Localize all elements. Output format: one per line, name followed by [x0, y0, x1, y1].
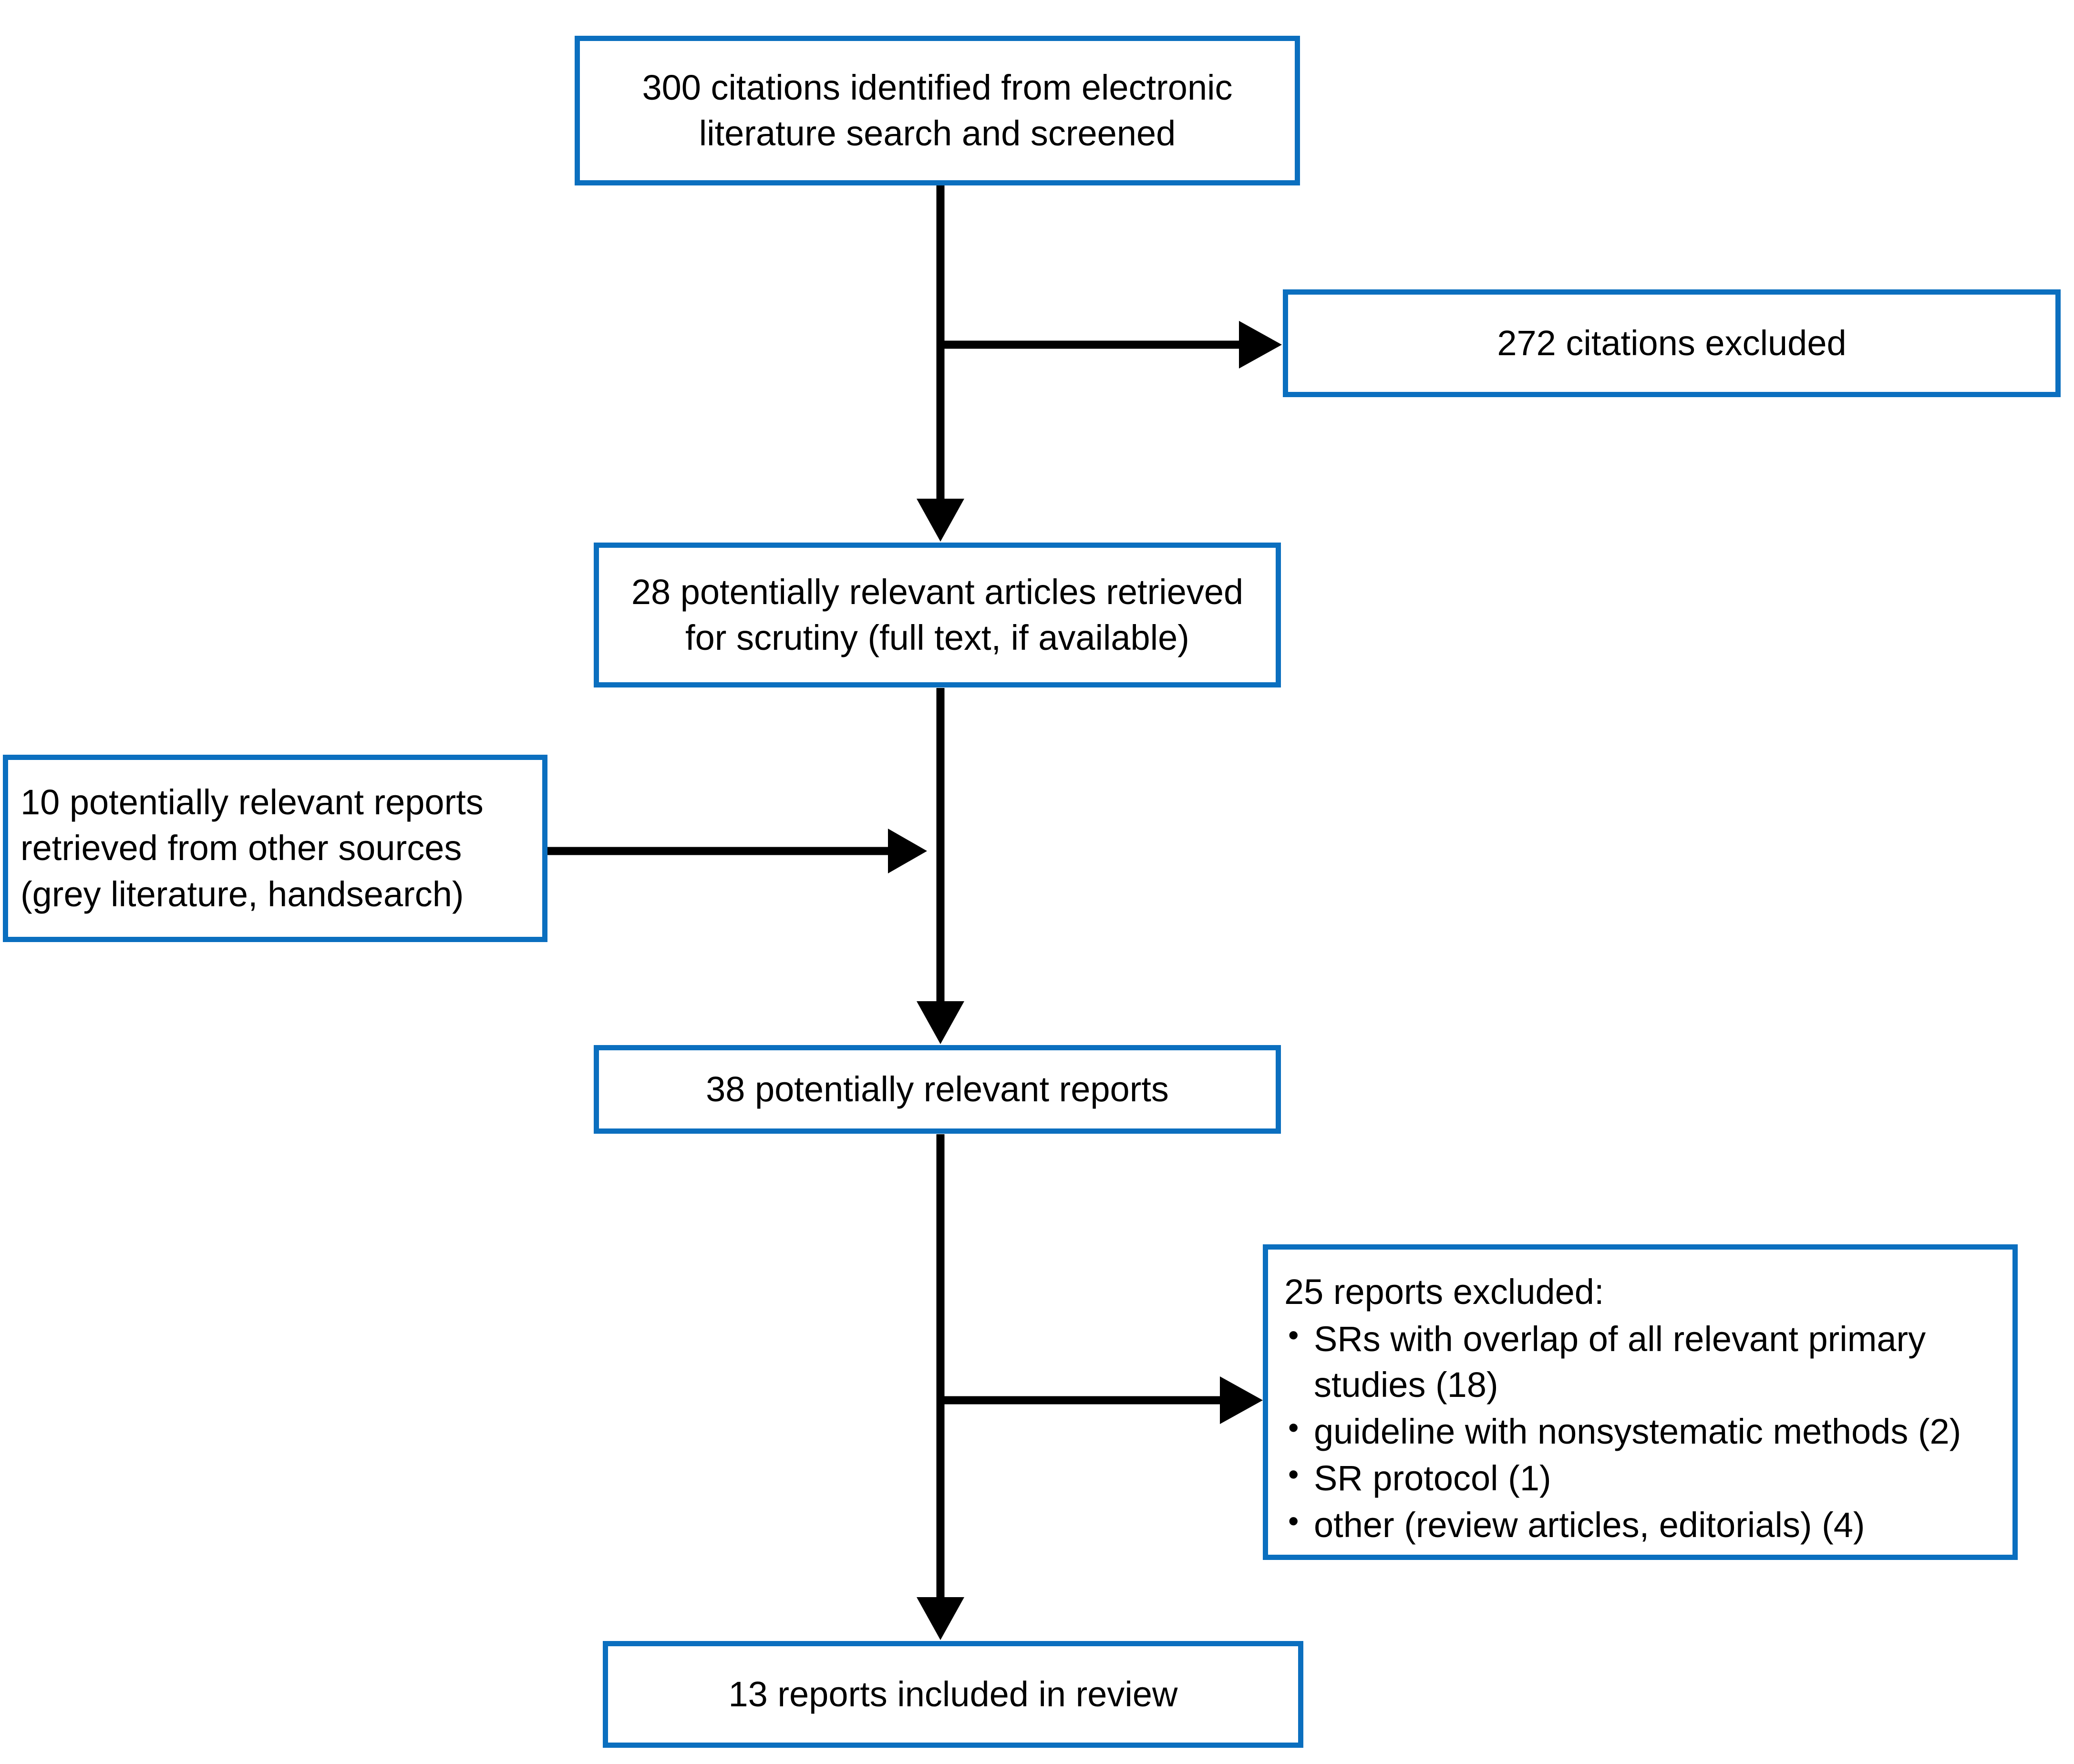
edge-identified-to-retrieved: [917, 185, 964, 542]
list-item: SRs with overlap of all relevant primary…: [1284, 1315, 1996, 1408]
edge-potentially-relevant-to-included: [917, 1134, 964, 1640]
node-citations-excluded: 272 citations excluded: [1283, 289, 2061, 397]
edge-retrieved-to-potentially-relevant: [917, 688, 964, 1044]
node-reports-other-sources-label: 10 potentially relevant reports retrieve…: [21, 782, 484, 914]
node-citations-excluded-label: 272 citations excluded: [1497, 323, 1847, 363]
edge-other-sources-to-trunk: [547, 829, 927, 873]
edge-potentially-relevant-to-excluded-reports: [940, 1376, 1263, 1424]
node-potentially-relevant-reports-label: 38 potentially relevant reports: [706, 1069, 1169, 1109]
node-citations-identified-label: 300 citations identified from electronic…: [642, 67, 1233, 153]
node-potentially-relevant-reports: 38 potentially relevant reports: [594, 1045, 1281, 1134]
node-reports-excluded: 25 reports excluded: SRs with overlap of…: [1263, 1244, 2018, 1560]
node-citations-identified: 300 citations identified from electronic…: [575, 36, 1300, 185]
node-reports-other-sources: 10 potentially relevant reports retrieve…: [3, 755, 547, 942]
node-reports-excluded-body: 25 reports excluded: SRs with overlap of…: [1268, 1255, 2012, 1549]
list-item: other (review articles, editorials) (4): [1284, 1501, 1996, 1548]
node-articles-retrieved-label: 28 potentially relevant articles retriev…: [631, 572, 1244, 657]
node-reports-excluded-reason-list: SRs with overlap of all relevant primary…: [1284, 1315, 1996, 1549]
node-reports-included: 13 reports included in review: [603, 1641, 1303, 1748]
list-item: guideline with nonsystematic methods (2): [1284, 1408, 1996, 1455]
node-reports-included-label: 13 reports included in review: [728, 1674, 1178, 1714]
node-articles-retrieved: 28 potentially relevant articles retriev…: [594, 543, 1281, 687]
list-item: SR protocol (1): [1284, 1455, 1996, 1501]
edge-identified-to-excluded-citations: [940, 321, 1282, 369]
node-reports-excluded-title: 25 reports excluded:: [1284, 1272, 1604, 1312]
